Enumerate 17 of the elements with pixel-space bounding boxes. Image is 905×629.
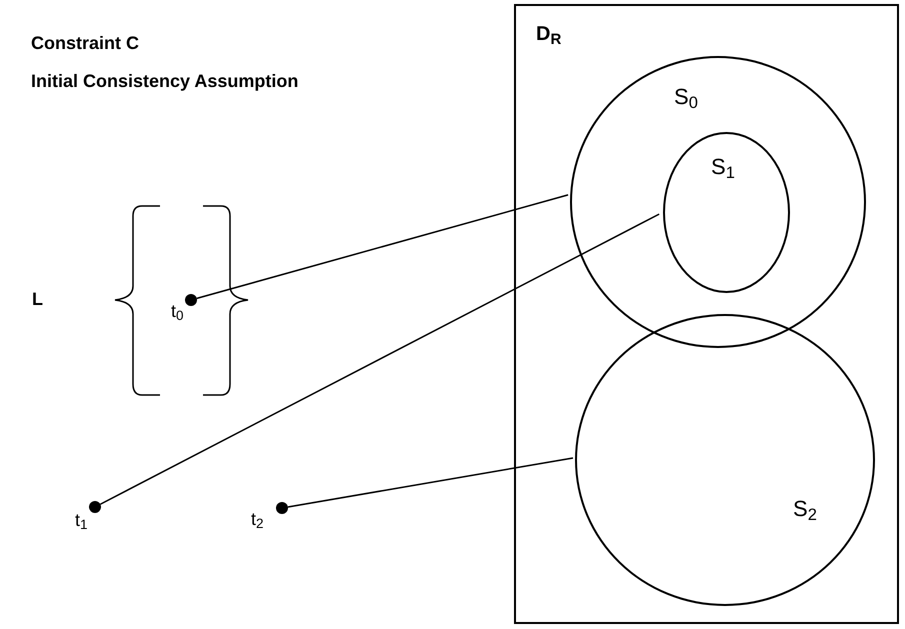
point-label: t$_{0}$: [171, 302, 184, 320]
point-label: t$_{1}$: [75, 511, 88, 529]
set-label: D$_{R}$: [536, 24, 562, 44]
domain-rectangle: [514, 4, 899, 624]
set-label: S$_{2}$: [793, 498, 817, 520]
connector-line: [100, 213, 660, 505]
set-label: S$_{1}$: [711, 156, 735, 178]
set-ellipse: [570, 56, 866, 348]
set-label: S$_{0}$: [674, 86, 698, 108]
connector-line: [288, 457, 574, 508]
diagram-title: Constraint C: [31, 34, 139, 52]
connector-line: [196, 194, 568, 300]
set-label: L: [32, 290, 43, 308]
point-label: t$_{2}$: [251, 510, 264, 528]
set-ellipse: [575, 314, 875, 606]
subtitle-text: Initial Consistency Assumption: [31, 72, 298, 90]
set-ellipse: [663, 132, 790, 293]
